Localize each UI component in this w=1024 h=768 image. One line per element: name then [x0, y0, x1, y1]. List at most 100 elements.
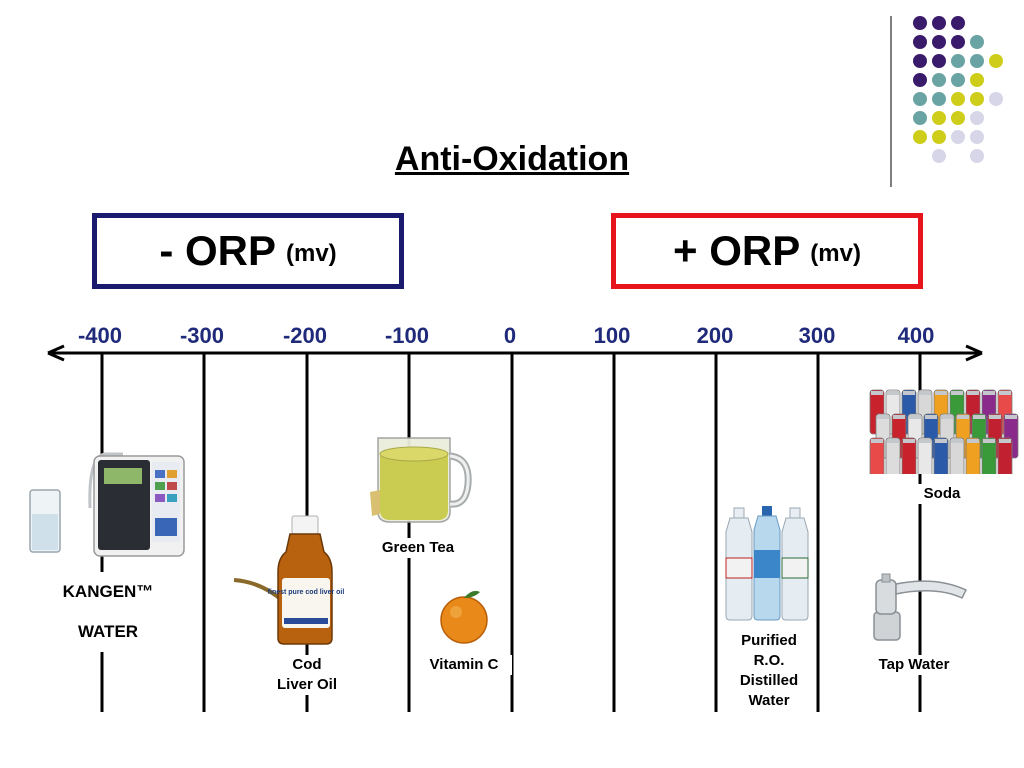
decorative-dot [970, 92, 984, 106]
purified-water-label: Purified R.O. Distilled Water [724, 631, 814, 711]
right-arrow-icon [965, 344, 983, 362]
decorative-dot [932, 73, 946, 87]
soda-can-top-icon [983, 391, 995, 395]
tap-faucet-icon [873, 573, 968, 641]
soda-can-top-icon [967, 439, 979, 443]
decorative-dot [951, 92, 965, 106]
decorative-dot-grid [890, 16, 1003, 187]
decorative-dot [932, 92, 946, 106]
soda-can-top-icon [967, 391, 979, 395]
soda-can-top-icon [909, 415, 921, 419]
decorative-dot [913, 54, 927, 68]
tap-water-label: Tap Water [866, 655, 962, 675]
decorative-dot [951, 16, 965, 30]
tick-label: -400 [77, 323, 123, 348]
soda-can-icon [885, 437, 901, 474]
kangen-machine-icon [29, 452, 185, 557]
negative-orp-box: - ORP (mv) [92, 213, 404, 289]
cod-label-line2: Liver Oil [276, 676, 338, 693]
soda-can-top-icon [903, 391, 915, 395]
left-arrow-icon [47, 344, 65, 362]
decorative-dot [989, 92, 1003, 106]
decorative-dot [913, 92, 927, 106]
decorative-dot [932, 130, 946, 144]
decorative-dot [970, 130, 984, 144]
soda-can-top-icon [999, 391, 1011, 395]
decorative-dot [932, 54, 946, 68]
decorative-dot [913, 130, 927, 144]
purified-line1: Purified [741, 632, 797, 649]
soda-can-icon [981, 437, 997, 474]
vitamin-c-label-text: Vitamin C [429, 656, 499, 673]
tick-label: -100 [384, 323, 430, 348]
tick-label: 200 [696, 323, 734, 348]
soda-can-top-icon [919, 391, 931, 395]
vitamin-c-label: Vitamin C [416, 655, 512, 675]
decorative-dot [932, 149, 946, 163]
tick-label: 100 [593, 323, 631, 348]
decorative-dot [951, 35, 965, 49]
decorative-dot [951, 130, 965, 144]
decorative-dot [913, 73, 927, 87]
soda-can-top-icon [989, 415, 1001, 419]
bottle-label-text: finest pure cod liver oil [268, 589, 345, 596]
soda-label-text: Soda [923, 485, 961, 502]
soda-can-top-icon [893, 415, 905, 419]
soda-can-top-icon [1005, 415, 1017, 419]
decorative-dot [989, 54, 1003, 68]
green-tea-label-text: Green Tea [381, 539, 455, 556]
soda-can-icon [949, 437, 965, 474]
decorative-dot [970, 149, 984, 163]
soda-label: Soda [910, 484, 974, 504]
soda-can-icon [901, 437, 917, 474]
tap-water-label-text: Tap Water [878, 656, 950, 673]
cod-liver-oil-bottle-icon: finest pure cod liver oil [233, 515, 345, 645]
water-bottles-icon [725, 506, 809, 621]
decorative-dot [970, 35, 984, 49]
negative-orp-unit: (mv) [286, 240, 337, 267]
soda-can-top-icon [877, 415, 889, 419]
soda-can-top-icon [871, 391, 883, 395]
decorative-dot [970, 54, 984, 68]
soda-can-top-icon [925, 415, 937, 419]
green-tea-mug-icon [370, 437, 472, 523]
tick-label: 0 [503, 323, 517, 348]
soda-can-top-icon [941, 415, 953, 419]
positive-orp-box: + ORP (mv) [611, 213, 923, 289]
purified-line2: R.O. [753, 652, 785, 669]
soda-can-top-icon [935, 391, 947, 395]
tick-label: 300 [798, 323, 836, 348]
orange-icon [440, 590, 488, 644]
soda-can-top-icon [951, 439, 963, 443]
soda-can-icon [869, 437, 885, 474]
decorative-dot [913, 35, 927, 49]
soda-can-top-icon [887, 391, 899, 395]
decorative-dot [932, 16, 946, 30]
decorative-dot [970, 73, 984, 87]
soda-can-icon [917, 437, 933, 474]
soda-cans-icon [869, 389, 1019, 474]
decorative-dot [970, 111, 984, 125]
soda-can-top-icon [903, 439, 915, 443]
purified-line4: Water [748, 692, 790, 709]
soda-can-top-icon [973, 415, 985, 419]
cod-liver-oil-label: Cod Liver Oil [262, 655, 352, 695]
decorative-dot [951, 54, 965, 68]
soda-can-top-icon [999, 439, 1011, 443]
decorative-dot [913, 16, 927, 30]
tick-label: 400 [897, 323, 935, 348]
purified-line3: Distilled [739, 672, 799, 689]
page-title: Anti-Oxidation [394, 140, 630, 178]
soda-can-top-icon [871, 439, 883, 443]
soda-can-top-icon [919, 439, 931, 443]
kangen-water-label: KANGEN™ WATER [52, 572, 164, 652]
soda-can-top-icon [957, 415, 969, 419]
kangen-label-line2: WATER [77, 622, 139, 641]
soda-can-icon [965, 437, 981, 474]
positive-orp-unit: (mv) [810, 240, 861, 267]
decorative-dot [951, 111, 965, 125]
decorative-dot [951, 73, 965, 87]
cod-label-line1: Cod [292, 656, 322, 673]
soda-can-icon [997, 437, 1013, 474]
